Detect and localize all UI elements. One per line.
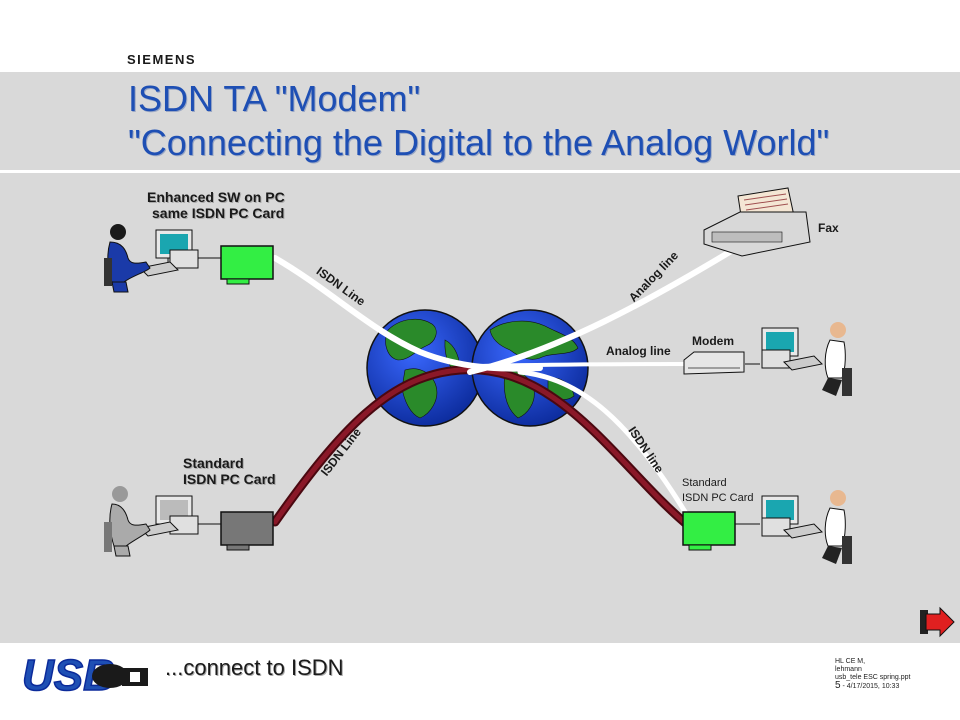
line-isdn-top-left (272, 255, 543, 372)
enhanced-pc-label-line1: Enhanced SW on PC (147, 189, 285, 205)
meta-page-line: 5 - 4/17/2015, 10:33 (835, 680, 911, 691)
modem-label: Modem (692, 334, 734, 348)
enhanced-pc-label-line2: same ISDN PC Card (152, 205, 285, 221)
person-at-computer-icon (104, 486, 199, 557)
title-band (0, 72, 960, 173)
standard-right-label-line1: Standard (682, 477, 727, 489)
meta-line3: usb_tele ESC spring.ppt (835, 674, 911, 681)
isdn-card-enhanced-icon (220, 245, 274, 285)
link-label-analog-modem: Analog line (606, 344, 671, 358)
page-number: 5 (835, 680, 841, 691)
line-isdn-right (517, 369, 693, 523)
line-isdn-bottom-left (270, 365, 695, 532)
page-title-line1: ISDN TA "Modem" (128, 78, 421, 119)
line-analog-fax (467, 247, 736, 375)
standard-pc-label-line1: Standard (183, 455, 244, 471)
slide-meta: HL CE M, lehmann usb_tele ESC spring.ppt… (835, 658, 911, 691)
footer-tagline: ...connect to ISDN (165, 655, 344, 680)
person-at-computer-icon (761, 322, 852, 396)
meta-line2: lehmann (835, 666, 862, 673)
page-title-line2: "Connecting the Digital to the Analog Wo… (128, 122, 830, 163)
usb-logo: USB (21, 650, 148, 701)
brand-logo: SIEMENS (127, 52, 197, 67)
standard-pc-label-line2: ISDN PC Card (183, 471, 276, 487)
fax-machine-icon (703, 187, 811, 257)
standard-right-label-line2: ISDN PC Card (682, 492, 754, 504)
fax-label: Fax (818, 221, 839, 235)
isdn-card-standard-icon (220, 511, 274, 551)
meta-date: - 4/17/2015, 10:33 (842, 683, 900, 690)
person-at-computer-icon (104, 224, 199, 293)
person-at-computer-icon (761, 490, 852, 564)
modem-icon (683, 351, 745, 375)
isdn-card-right-icon (682, 511, 736, 551)
line-analog-modem (478, 362, 692, 368)
next-arrow-icon[interactable] (920, 606, 955, 638)
meta-line1: HL CE M, (835, 658, 866, 665)
